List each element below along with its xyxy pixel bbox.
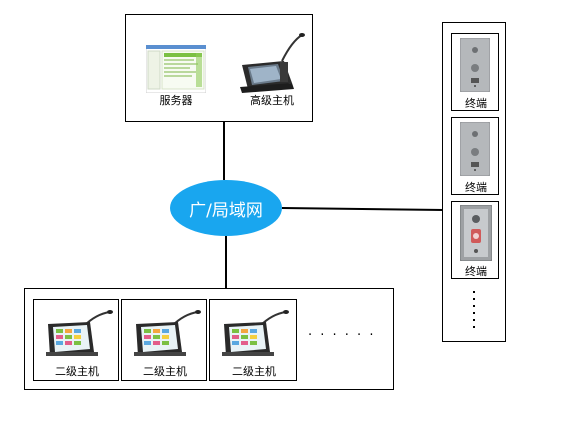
secondary-host-card: 二级主机	[121, 299, 207, 381]
intercom-terminal-icon	[460, 122, 490, 176]
secondary-host-card: 二级主机	[33, 299, 119, 381]
more-terminals-indicator	[472, 291, 476, 333]
terminal-card: 终端	[451, 33, 499, 111]
secondary-host-label: 二级主机	[143, 365, 187, 378]
terminal-label: 终端	[465, 265, 487, 278]
network-label: 广/局域网	[189, 200, 263, 221]
intercom-terminal-icon	[460, 205, 492, 261]
link-right	[281, 207, 445, 211]
secondary-host-icon	[46, 310, 113, 356]
secondary-host-icon	[134, 310, 201, 356]
terminal-card: 终端	[451, 201, 499, 279]
secondary-hosts-box: 二级主机 二级主机	[24, 288, 394, 390]
secondary-host-label: 二级主机	[55, 365, 99, 378]
top-devices-box: 服务器 高级主机	[125, 14, 313, 122]
secondary-host-label: 二级主机	[232, 365, 276, 378]
main-host-icon	[240, 33, 305, 93]
terminal-label: 终端	[465, 181, 487, 194]
server-icon	[146, 45, 206, 93]
terminal-label: 终端	[465, 97, 487, 110]
terminal-card: 终端	[451, 117, 499, 195]
server-label: 服务器	[159, 94, 193, 107]
main-host-label: 高级主机	[250, 94, 294, 107]
intercom-terminal-icon	[460, 38, 490, 92]
secondary-host-card: 二级主机	[209, 299, 297, 381]
more-hosts-indicator: · · · · · ·	[308, 328, 376, 343]
secondary-host-icon	[222, 310, 289, 356]
network-node: 广/局域网	[170, 180, 282, 236]
terminal-column: 终端 终端 终端	[442, 22, 506, 342]
